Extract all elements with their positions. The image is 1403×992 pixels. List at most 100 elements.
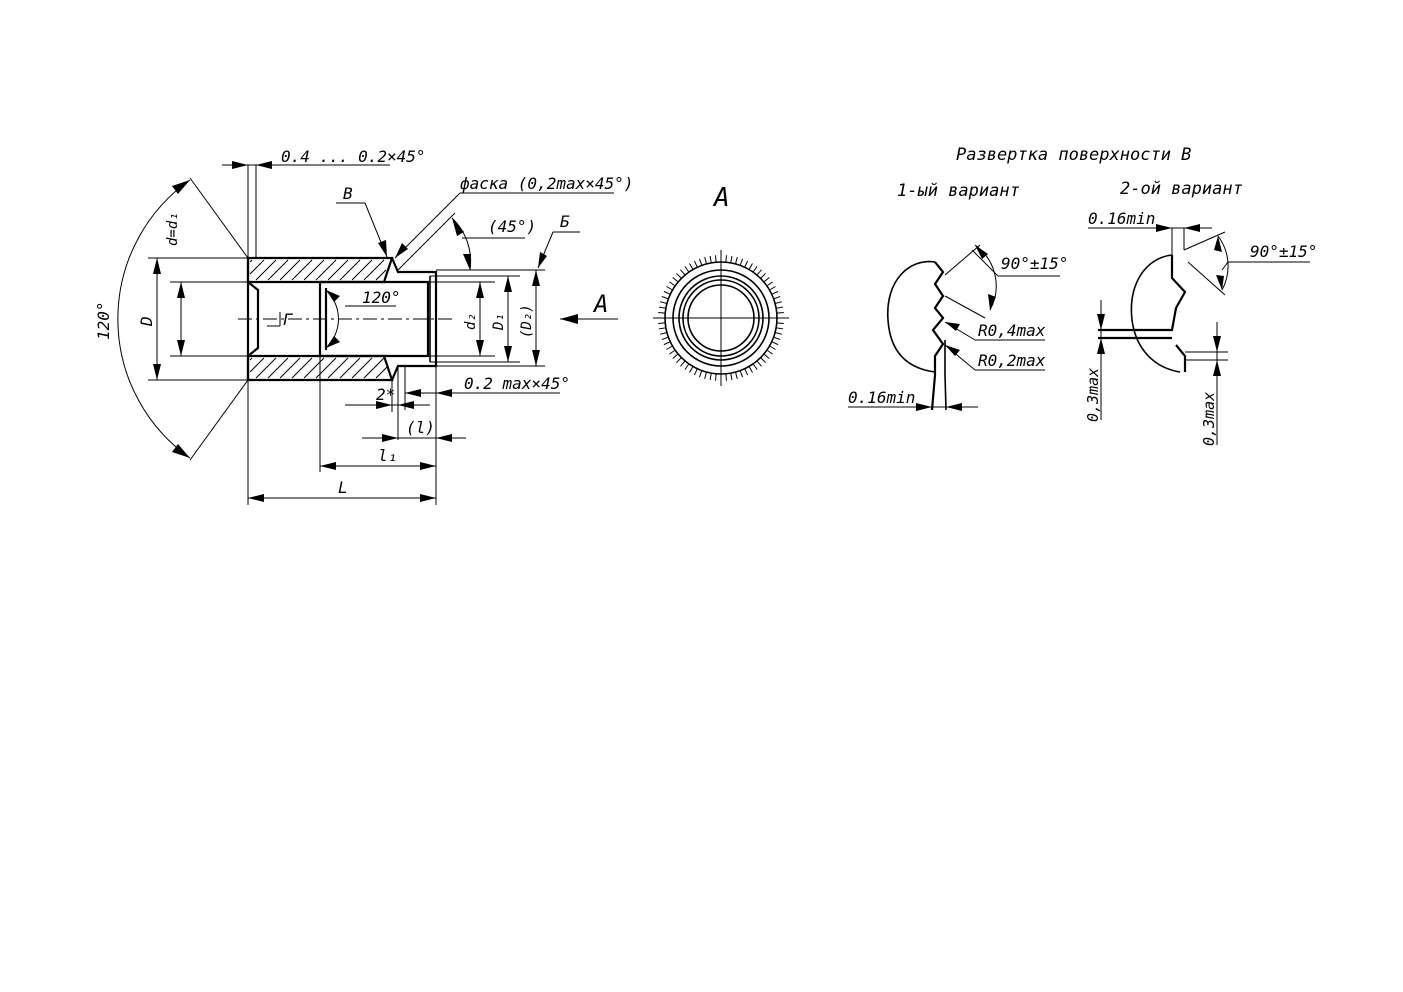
knurl-tooth xyxy=(698,370,703,378)
hatch-line xyxy=(291,259,313,281)
label-dim-l1: l₁ xyxy=(378,446,397,465)
knurl-tooth xyxy=(689,263,694,270)
knurl-tooth xyxy=(680,360,686,367)
knurl-tooth xyxy=(748,263,753,270)
knurl-tooth xyxy=(774,301,782,304)
label-dim-l-paren: (l) xyxy=(406,418,435,437)
label-v2-016: 0.16min xyxy=(1088,209,1155,228)
hatch-line xyxy=(339,357,361,379)
knurl-tooth xyxy=(680,269,686,276)
knurl-tooth xyxy=(763,277,770,283)
knurl-tooth xyxy=(661,336,669,341)
knurl-tooth xyxy=(661,295,669,300)
knurl-tooth xyxy=(756,360,762,367)
knurl-tooth xyxy=(766,281,773,287)
hatch-line xyxy=(315,357,337,379)
hatch-line xyxy=(249,259,253,263)
section-view: 0.4 ... 0.2×45° фаска (0,2max×45°) В (45… xyxy=(94,147,633,505)
hatch-line xyxy=(315,259,337,281)
knurl-tooth xyxy=(760,357,766,363)
knurl-tooth xyxy=(773,295,781,300)
knurl-tooth xyxy=(752,363,758,370)
knurl-tooth xyxy=(773,336,781,341)
knurl-tooth xyxy=(672,277,679,283)
knurl-tooth xyxy=(739,370,744,378)
knurl-tooth xyxy=(689,366,694,373)
label-angle-45: (45°) xyxy=(488,217,536,236)
hatch-line xyxy=(351,259,373,281)
label-dim-d-d1: d=d₁ xyxy=(165,212,181,246)
knurl-tooth xyxy=(663,341,671,346)
knurl-tooth xyxy=(676,357,682,363)
knurl-tooth xyxy=(752,266,758,273)
knurl-tooth xyxy=(669,281,676,287)
knurl-tooth xyxy=(672,353,679,359)
hatch-line xyxy=(363,259,385,281)
knurl-tooth xyxy=(730,373,733,381)
knurl-tooth xyxy=(771,341,779,346)
hatch-line xyxy=(267,259,289,281)
knurl-tooth xyxy=(730,255,733,263)
label-angle-120-outer: 120° xyxy=(94,301,113,340)
surface-unfold: Развертка поверхности В 1-ый вариант 2-о… xyxy=(848,145,1317,446)
knurl-tooth xyxy=(684,266,690,273)
knurl-tooth xyxy=(676,273,682,279)
hatch-line xyxy=(249,357,253,361)
hatch-line xyxy=(279,357,301,379)
label-surface-b: В xyxy=(343,184,353,203)
hatch-line xyxy=(375,365,389,379)
label-v1-r02: R0,2max xyxy=(978,351,1046,370)
hatch-line xyxy=(327,259,349,281)
label-dim-d2: d₂ xyxy=(463,313,479,330)
label-dim-D1: D₁ xyxy=(491,313,507,331)
knurl-tooth xyxy=(715,255,717,263)
label-unfold-title: Развертка поверхности В xyxy=(956,145,1191,165)
knurl-tooth xyxy=(760,273,766,279)
label-view-a-title: А xyxy=(712,183,730,213)
variant-2: 0.16min 90°±15° 0,3max 0,3max xyxy=(1084,209,1317,446)
knurl-tooth xyxy=(776,322,784,324)
label-v2-angle: 90°±15° xyxy=(1250,242,1317,261)
knurl-tooth xyxy=(715,373,717,381)
knurl-tooth xyxy=(725,373,727,381)
label-v2-03-left: 0,3max xyxy=(1084,368,1102,422)
label-dim-L: L xyxy=(338,478,348,497)
hatch-line xyxy=(255,259,277,281)
knurl-tooth xyxy=(660,332,668,335)
knurl-tooth xyxy=(776,312,784,314)
label-v1-r04: R0,4max xyxy=(978,321,1046,340)
knurl-tooth xyxy=(658,312,666,314)
knurl-tooth xyxy=(658,322,666,324)
knurl-tooth xyxy=(704,371,707,379)
knurl-tooth xyxy=(735,257,738,265)
hatch-line xyxy=(303,259,325,281)
knurl-tooth xyxy=(769,286,776,291)
knurl-tooth xyxy=(698,258,703,266)
knurl-tooth xyxy=(693,368,698,376)
knurl-tooth xyxy=(666,345,673,350)
hatch-line xyxy=(267,357,289,379)
label-dim-2star: 2* xyxy=(376,385,395,404)
label-dim-D2: (D₂) xyxy=(519,304,535,338)
knurl-tooth xyxy=(693,260,698,268)
view-a: А xyxy=(653,183,789,386)
knurl-tooth xyxy=(774,332,782,335)
knurl-tooth xyxy=(709,255,712,263)
knurl-tooth xyxy=(669,349,676,355)
hatch-line xyxy=(375,269,387,281)
knurl-tooth xyxy=(776,327,784,330)
label-view-a-arrow: А xyxy=(592,290,608,318)
knurl-tooth xyxy=(739,258,744,266)
hatch-line xyxy=(303,357,325,379)
label-edge-b: Б xyxy=(560,212,570,231)
label-chamfer-bottom: 0.2 max×45° xyxy=(464,374,570,393)
knurl-tooth xyxy=(658,306,666,309)
knurl-tooth xyxy=(709,373,712,381)
label-v1-angle: 90°±15° xyxy=(1001,254,1068,273)
knurl-tooth xyxy=(684,363,690,370)
knurl-tooth xyxy=(756,269,762,276)
knurl-tooth xyxy=(776,306,784,309)
hatch-line xyxy=(291,357,313,379)
label-variant-1: 1-ый вариант xyxy=(897,181,1020,201)
